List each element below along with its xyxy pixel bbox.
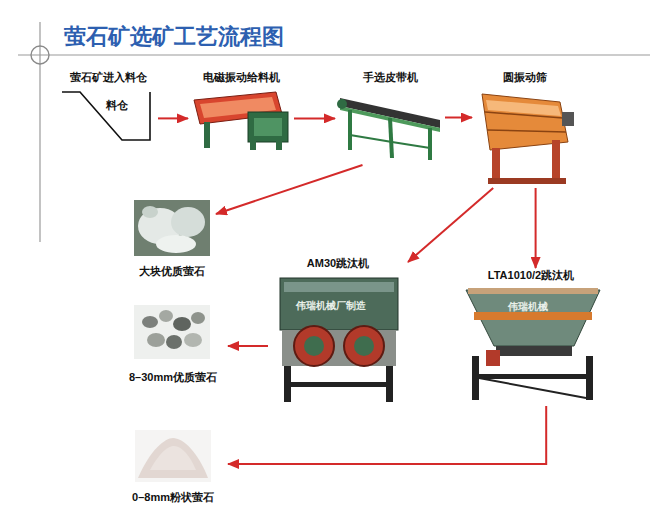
belt-drawing (337, 98, 440, 160)
process-node: 大块优质萤石 (128, 198, 216, 278)
flow-arrow (535, 188, 537, 268)
flow-arrow (445, 117, 472, 119)
bin-outline (62, 92, 150, 140)
node-label: 萤石矿进入料仓 (70, 70, 147, 84)
process-node: 圆振动筛 (472, 70, 578, 188)
crosshair (31, 46, 49, 64)
flow-arrow (216, 165, 363, 214)
process-node: 0–8mm粉状萤石 (118, 424, 228, 504)
flow-arrow (228, 345, 268, 347)
node-label: 手选皮带机 (363, 70, 418, 84)
flow-arrow (228, 406, 546, 464)
node-label: 8–30mm优质萤石 (129, 370, 217, 384)
watermark-label: 伟瑞机械厂制造 (296, 300, 366, 311)
watermark-label: 伟瑞机械 (508, 301, 548, 312)
feeder-drawing (194, 92, 288, 150)
screen-drawing (482, 94, 574, 184)
diagram-title: 萤石矿选矿工艺流程图 (64, 24, 284, 50)
process-node: 8–30mm优质萤石 (118, 302, 228, 384)
label-holder: 伟瑞机械厂制造 (296, 295, 366, 313)
process-node: LTA1010/2跳汰机 (455, 268, 607, 406)
flow-arrow (158, 117, 188, 119)
lump-photo (134, 200, 210, 256)
node-inner-label: 料仓 (106, 98, 128, 112)
node-label: 圆振动筛 (503, 70, 547, 84)
process-node: 萤石矿进入料仓料仓 (58, 70, 158, 158)
process-node: 手选皮带机 (335, 70, 445, 165)
process-node: AM30跳汰机 (268, 256, 408, 406)
side-rule (39, 22, 40, 242)
node-label: LTA1010/2跳汰机 (488, 268, 574, 282)
flow-arrow (294, 117, 335, 119)
node-label: AM30跳汰机 (307, 256, 369, 270)
flow-arrow (408, 188, 493, 262)
node-label: 大块优质萤石 (139, 264, 205, 278)
pebble-photo (134, 305, 210, 359)
process-node: 电磁振动给料机 (188, 70, 294, 158)
am30-jig-drawing (280, 278, 398, 402)
header-rule (18, 54, 650, 55)
node-label: 电磁振动给料机 (203, 70, 280, 84)
label-holder: 伟瑞机械 (508, 296, 548, 314)
lta-jig-drawing (466, 288, 600, 400)
powder-photo (135, 430, 211, 482)
node-label: 0–8mm粉状萤石 (132, 490, 214, 504)
